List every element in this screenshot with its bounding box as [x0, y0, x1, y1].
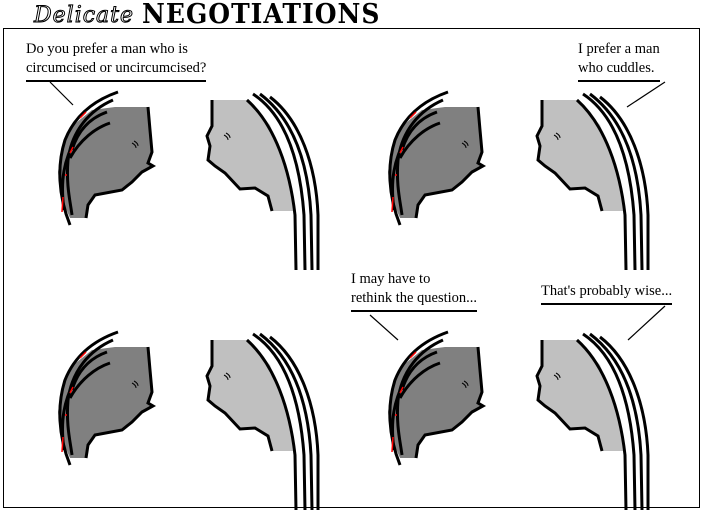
- speech-tails: [49, 81, 666, 341]
- speech-line: rethink the question...: [351, 290, 478, 306]
- title-bold-word: NEGOTIATIONS: [142, 0, 381, 30]
- speech-line: circumcised or uncircumcised?: [26, 60, 207, 76]
- speech-line: who cuddles.: [578, 60, 655, 76]
- comic-frame: [3, 28, 700, 508]
- speech-bubble-4: That's probably wise...: [541, 282, 673, 305]
- title-script-word: Delicate: [33, 3, 135, 29]
- comic-title: Delicate NEGOTIATIONS: [33, 0, 381, 30]
- speech-line: I prefer a man: [578, 41, 660, 57]
- panel-3-figures: [56, 330, 320, 510]
- speech-bubble-1: Do you prefer a man who is circumcised o…: [26, 40, 207, 82]
- speech-bubble-2: I prefer a man who cuddles.: [578, 40, 660, 82]
- speech-line: That's probably wise...: [541, 283, 673, 299]
- speech-line: Do you prefer a man who is: [26, 41, 188, 57]
- speech-bubble-3: I may have to rethink the question...: [351, 270, 478, 312]
- speech-line: I may have to: [351, 271, 431, 287]
- panel-4-figures: [386, 330, 650, 510]
- panel-2-figures: [386, 90, 650, 272]
- panel-1-figures: [56, 90, 320, 272]
